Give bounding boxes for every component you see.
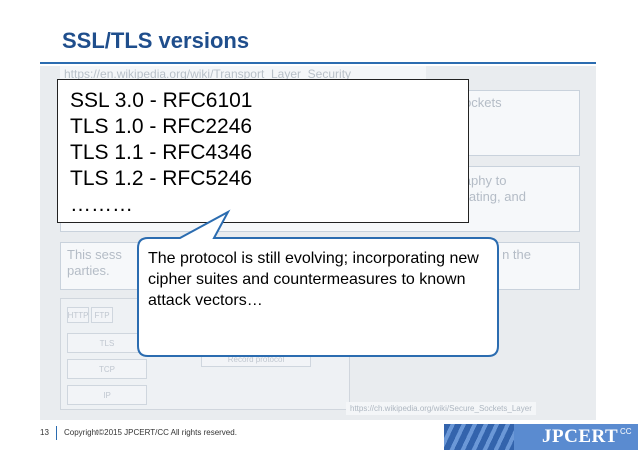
- protocol-stack-diagram: HTTP FTP TLS TCP IP Record protocol: [60, 298, 350, 410]
- wikipedia-link[interactable]: https://ch.wikipedia.org/wiki/Secure_Soc…: [346, 402, 536, 415]
- logo-stripes: [444, 424, 514, 450]
- background-text-fragment-3-left: This sess parties.: [67, 247, 122, 279]
- diagram-cell-record-protocol: Record protocol: [201, 351, 311, 367]
- version-tls-1-0: TLS 1.0 - RFC2246: [70, 115, 253, 138]
- footer-divider: [56, 426, 57, 440]
- callout-text: The protocol is still evolving; incorpor…: [148, 250, 479, 309]
- diagram-cell-http: HTTP: [67, 307, 89, 323]
- versions-box: SSL 3.0 - RFC6101 TLS 1.0 - RFC2246 TLS …: [57, 79, 469, 223]
- jpcert-logo: JPCERT CC: [444, 424, 638, 450]
- footer: 13 Copyright©2015 JPCERT/CC All rights r…: [0, 424, 638, 452]
- version-tls-1-2: TLS 1.2 - RFC5246: [70, 167, 253, 190]
- version-ssl-3-0: SSL 3.0 - RFC6101: [70, 89, 253, 112]
- diagram-cell-tcp: TCP: [67, 359, 147, 379]
- background-text-fragment-3-line1: This sess: [67, 247, 122, 262]
- logo-text: JPCERT: [542, 426, 619, 447]
- version-tls-1-1: TLS 1.1 - RFC4346: [70, 141, 253, 164]
- logo-suffix: CC: [620, 427, 632, 436]
- diagram-cell-ip: IP: [67, 385, 147, 405]
- slide-title: SSL/TLS versions: [62, 28, 250, 53]
- copyright-text: Copyright©2015 JPCERT/CC All rights rese…: [64, 428, 237, 437]
- background-url: https://en.wikipedia.org/wiki/Transport_…: [60, 66, 426, 82]
- background-text-fragment-3-right: n the: [502, 247, 531, 262]
- title-divider: [40, 62, 596, 64]
- diagram-cell-ftp: FTP: [91, 307, 113, 323]
- version-ellipsis: ………: [70, 193, 133, 216]
- page-number: 13: [40, 428, 49, 437]
- diagram-cell-tls: TLS: [67, 333, 147, 353]
- background-text-fragment-3-line2: parties.: [67, 263, 110, 278]
